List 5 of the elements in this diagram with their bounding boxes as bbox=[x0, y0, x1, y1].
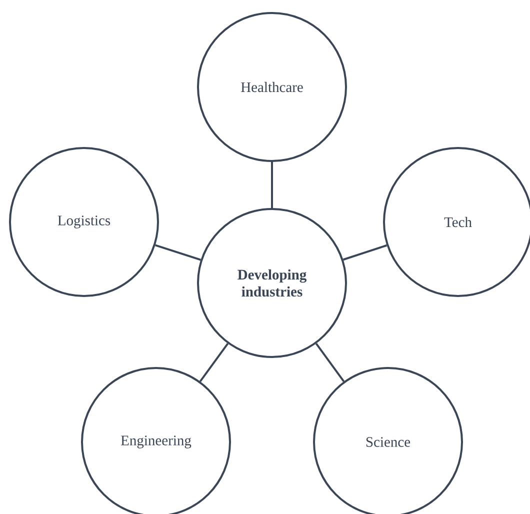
connector-line bbox=[315, 343, 345, 382]
connector-line bbox=[271, 162, 273, 208]
connector-line bbox=[199, 343, 229, 382]
connector-line bbox=[155, 244, 201, 261]
connector-line bbox=[342, 244, 388, 261]
